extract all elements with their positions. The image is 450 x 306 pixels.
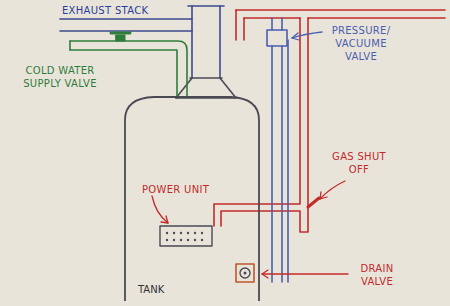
- drain-valve-label: DRAIN VALVE: [352, 262, 402, 288]
- cold-water-label: COLD WATER SUPPLY VALVE: [16, 64, 104, 90]
- pressure-valve-pipe: [267, 18, 288, 282]
- gas-shutoff-label: GAS SHUT OFF: [328, 150, 390, 176]
- leader-line: [152, 32, 348, 278]
- draft-hood: [176, 78, 236, 98]
- tank-outline: TANK: [124, 96, 260, 302]
- power-unit: [160, 226, 212, 246]
- gas-pipe: [214, 10, 445, 232]
- cold-water-valve: [111, 33, 130, 41]
- tank-shape: [124, 96, 260, 302]
- tank-label: TANK: [138, 284, 164, 296]
- gas-valve-handle: [308, 198, 319, 207]
- exhaust-label: EXHAUST STACK: [62, 4, 148, 17]
- power-unit-label: POWER UNIT: [142, 183, 209, 196]
- pressure-valve-label: PRESSURE/ VACUUME VALVE: [325, 24, 397, 63]
- drain-valve: [236, 264, 254, 282]
